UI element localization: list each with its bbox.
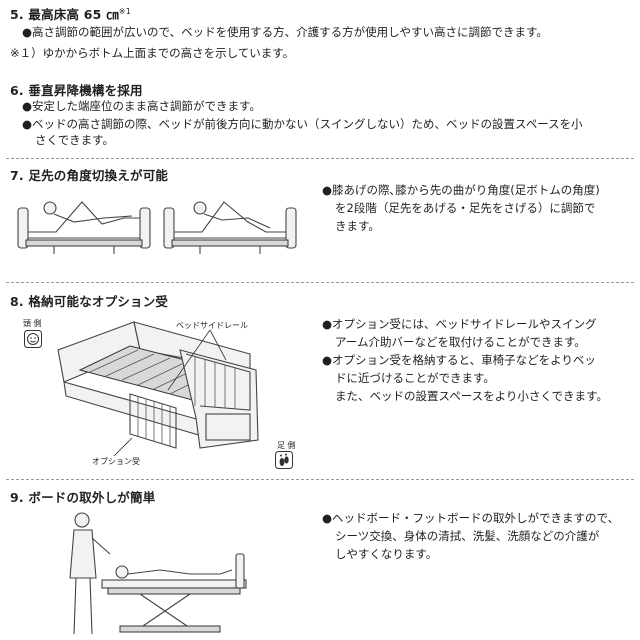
reclining-bed-feet-down-illustration bbox=[163, 201, 297, 254]
section-8-bullet-2-line-3: また、ベッドの設置スペースをより小さくできます。 bbox=[335, 389, 608, 403]
section-6-bullet-2-cont: さくできます。 bbox=[35, 133, 115, 147]
section-8-bullet-1-line-1: オプション受には、ベッドサイドレールやスイング bbox=[322, 317, 597, 332]
section-9-text-line-1: ヘッドボード・フットボードの取外しができますので、 bbox=[322, 511, 619, 526]
section-5-footnote: ※１）ゆかからボトム上面までの高さを示しています。 bbox=[10, 46, 295, 60]
section-9-heading: 9. ボードの取外しが簡単 bbox=[10, 490, 156, 505]
section-7-text-line-2: を2段階（足先をあげる・足先をさげる）に調節で bbox=[335, 201, 596, 215]
section-9-text-line-3: しやすくなります。 bbox=[335, 547, 438, 561]
section-6-bullet-1: 安定した端座位のまま高さ調節ができます。 bbox=[22, 99, 261, 114]
section-5-bullet: 高さ調節の範囲が広いので、ベッドを使用する方、介護する方が使用しやすい高さに調節… bbox=[22, 25, 548, 40]
head-side-label: 頭 側 bbox=[23, 319, 42, 328]
section-7-heading: 7. 足先の角度切換えが可能 bbox=[10, 168, 169, 183]
option-holder-label: オプション受 bbox=[92, 457, 140, 466]
section-7-text-line-3: きます。 bbox=[335, 219, 380, 233]
section-9-text-line-2: シーツ交換、身体の清拭、洗髪、洗顔などの介護が bbox=[335, 529, 600, 543]
divider bbox=[6, 282, 634, 283]
foot-side-label: 足 側 bbox=[277, 441, 296, 450]
reclining-bed-feet-up-illustration bbox=[17, 201, 151, 254]
section-8-bullet-1-line-2: アーム介助バーなどを取付けることができます。 bbox=[335, 335, 586, 349]
footprint-icon bbox=[275, 451, 293, 469]
section-8-heading: 8. 格納可能なオプション受 bbox=[10, 294, 169, 309]
section-6-bullet-2: ベッドの高さ調節の際、ベッドが前後方向に動かない（スイングしない）ため、ベッドの… bbox=[22, 117, 583, 132]
section-5-heading: 5. 最高床高 65 ㎝※1 bbox=[10, 6, 131, 22]
section-8-bullet-2-line-1: オプション受を格納すると、車椅子などをよりベッ bbox=[322, 353, 596, 368]
caregiver-with-flat-bed-illustration bbox=[69, 512, 247, 635]
face-icon bbox=[24, 330, 42, 348]
bed-with-side-rails-illustration bbox=[57, 321, 259, 457]
divider bbox=[6, 158, 634, 159]
section-6-heading: 6. 垂直昇降機構を採用 bbox=[10, 83, 143, 98]
bed-side-rail-label: ベッドサイドレール bbox=[176, 321, 248, 330]
divider bbox=[6, 479, 634, 480]
section-7-text-line-1: 膝あげの際､膝から先の曲がり角度(足ボトムの角度) bbox=[322, 183, 600, 198]
section-8-bullet-2-line-2: ドに近づけることができます。 bbox=[335, 371, 495, 385]
